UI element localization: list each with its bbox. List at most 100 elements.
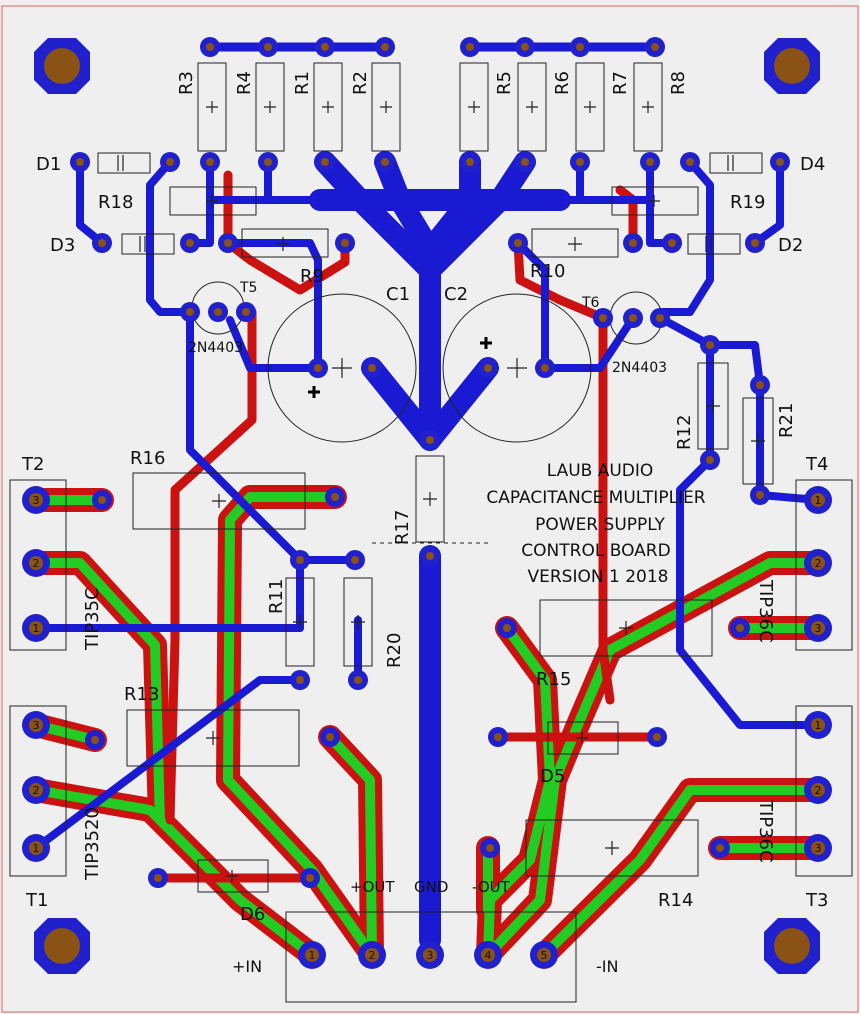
label-r14: R14 [658, 890, 693, 911]
label-t5-part: 2N4403 [188, 340, 243, 356]
label-t2: T2 [21, 454, 44, 475]
pin-number: 3 [33, 494, 40, 507]
label-r20: R20 [384, 633, 405, 668]
pad-hole [751, 239, 759, 247]
label-t5: T5 [239, 280, 257, 296]
r10-body [531, 228, 619, 258]
silkscreen-outlines [9, 62, 853, 1003]
mounting-holes [34, 38, 820, 974]
mount-hole-bottom-left [34, 918, 90, 974]
pad-hole [214, 308, 222, 316]
label-plus-in: +IN [232, 957, 262, 976]
top-power-traces [24, 170, 830, 967]
pad-hole [98, 496, 106, 504]
d3-body [121, 233, 175, 255]
label-t6: T6 [581, 295, 600, 311]
pin-number: 1 [815, 719, 822, 732]
pin-number: 3 [815, 622, 822, 635]
label-r9: R9 [300, 266, 324, 287]
pad-hole [576, 158, 584, 166]
pad-hole [426, 552, 434, 560]
r2-body [371, 62, 401, 152]
polarity-markers [308, 337, 492, 398]
pad-hole [484, 364, 492, 372]
pad-hole [503, 624, 511, 632]
d4-body [709, 152, 763, 174]
label-t4: T4 [805, 454, 828, 475]
r15-body [539, 599, 713, 657]
label-r18: R18 [98, 192, 133, 213]
pad-hole [306, 874, 314, 882]
terminal-hole [481, 948, 495, 962]
label-t1-part: TIP3520 [82, 807, 103, 881]
r17-body [415, 455, 445, 543]
r5-body [459, 62, 489, 152]
pin-number: 1 [815, 494, 822, 507]
pad-hole [224, 239, 232, 247]
terminal-hole [811, 621, 825, 635]
pad-hole [668, 239, 676, 247]
d1-body [97, 152, 151, 174]
pad-hole [351, 556, 359, 564]
pad-hole [154, 874, 162, 882]
terminal-hole [811, 718, 825, 732]
title-block: LAUB AUDIO CAPACITANCE MULTIPLIER POWER … [486, 461, 705, 587]
pad-hole [321, 158, 329, 166]
terminal-hole [811, 493, 825, 507]
r3-body [197, 62, 227, 152]
label-gnd: GND [414, 878, 448, 896]
pad-hole [166, 158, 174, 166]
pad-hole [296, 556, 304, 564]
label-r11: R11 [266, 579, 287, 614]
label-c1: C1 [386, 284, 410, 305]
label-r15: R15 [536, 669, 571, 690]
r7-body [575, 62, 605, 152]
label-r6: R6 [552, 71, 573, 95]
label-t1: T1 [25, 890, 48, 911]
silkscreen-labels: R3 R4 R1 R2 R5 R6 R7 R8 D1 D3 D4 D2 R18 … [21, 71, 828, 976]
terminal-hole [29, 621, 43, 635]
r14-body [525, 819, 699, 877]
pad-hole [296, 676, 304, 684]
title-line-2: CAPACITANCE MULTIPLIER [486, 488, 705, 508]
terminal-hole [811, 556, 825, 570]
pad-hole [76, 158, 84, 166]
connector-outline [285, 911, 577, 1003]
pad-hole [599, 314, 607, 322]
label-r5: R5 [494, 71, 515, 95]
pad-hole [206, 158, 214, 166]
terminal-hole [29, 841, 43, 855]
d2-body [687, 233, 741, 255]
pad-hole [521, 43, 529, 51]
pad-hole [686, 158, 694, 166]
terminal-hole [423, 948, 437, 962]
pin-number: 2 [815, 784, 822, 797]
label-r10: R10 [530, 261, 565, 282]
label-t4-part: TIP36C [755, 579, 776, 643]
pad-hole [98, 239, 106, 247]
pad-hole [646, 158, 654, 166]
label-plus-out: +OUT [350, 878, 395, 896]
title-line-1: LAUB AUDIO [547, 461, 654, 481]
mount-hole-top-left [34, 38, 90, 94]
d5-body [547, 721, 619, 755]
label-d2: D2 [778, 235, 803, 256]
r16-body [132, 472, 306, 530]
label-r3: R3 [176, 71, 197, 95]
label-d5: D5 [540, 766, 565, 787]
pad-hole [326, 733, 334, 741]
label-r13: R13 [124, 684, 159, 705]
pad-hole [653, 733, 661, 741]
terminal-hole [537, 948, 551, 962]
r13-body [126, 709, 300, 767]
pad-hole [242, 308, 250, 316]
pad-hole [368, 364, 376, 372]
d6-body [197, 859, 269, 893]
pad-hole [466, 43, 474, 51]
pad-hole [186, 308, 194, 316]
pad-hole [426, 436, 434, 444]
pad-hole [381, 158, 389, 166]
pad-hole [354, 676, 362, 684]
